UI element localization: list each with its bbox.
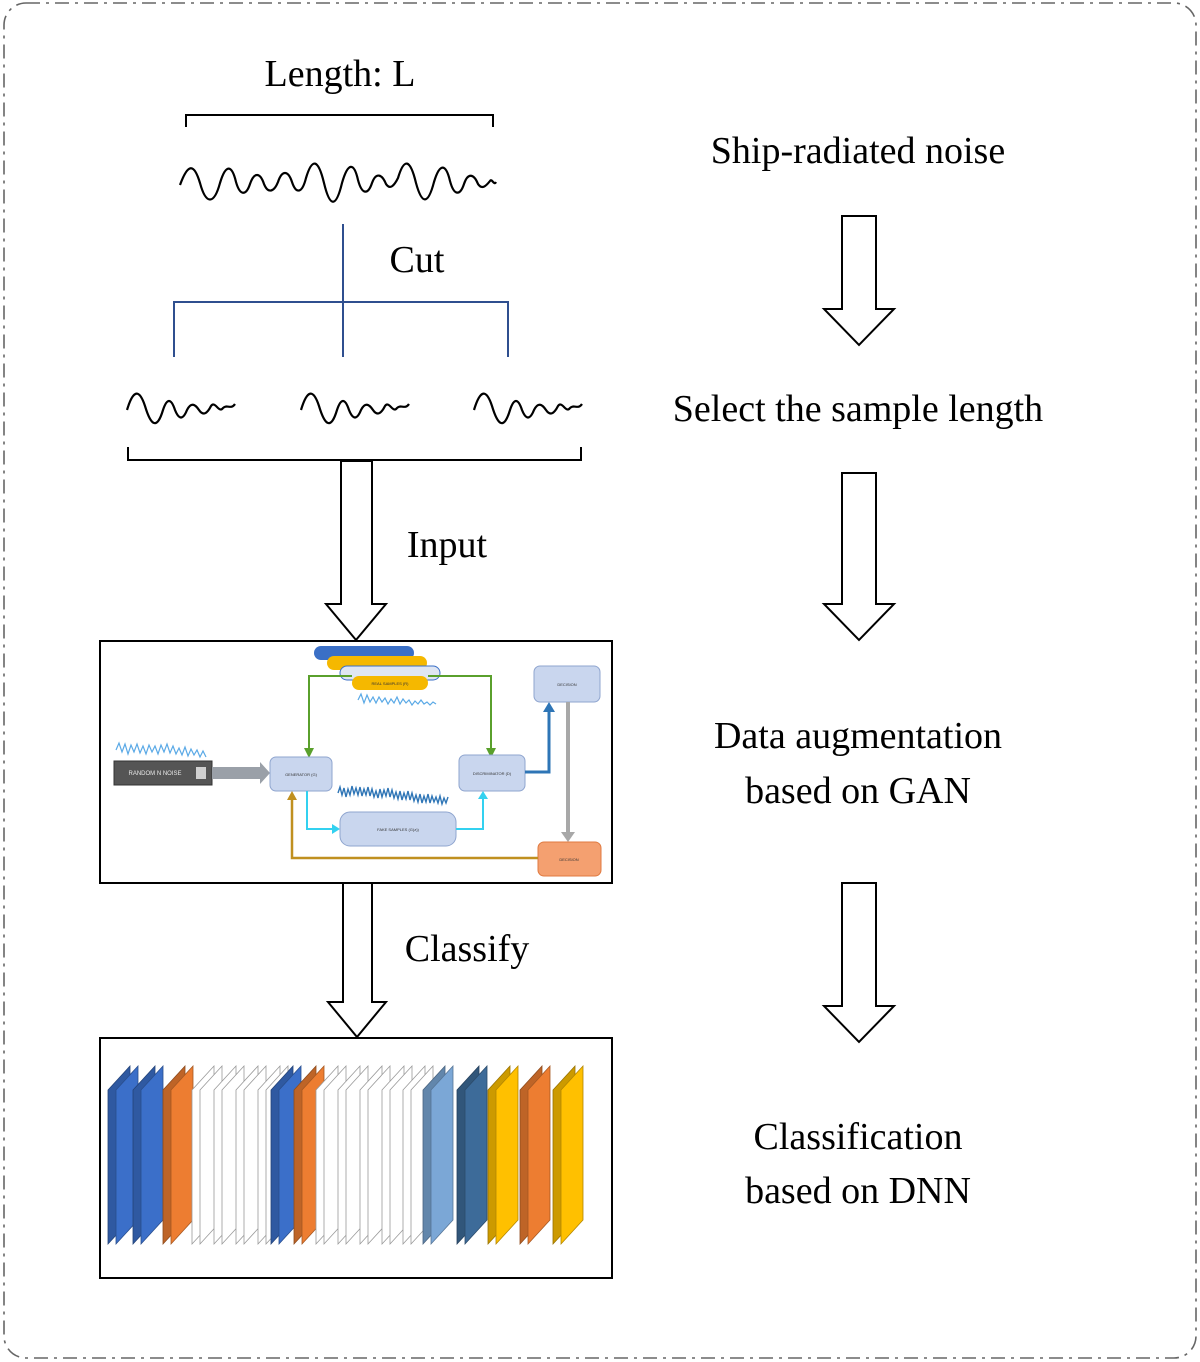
fake-sample-wave xyxy=(337,784,449,807)
length-label: Length: L xyxy=(265,53,416,95)
dnn-diagram xyxy=(99,1037,613,1279)
step-3-label-line2: based on GAN xyxy=(745,770,971,812)
random-noise-label: RANDOM N NOISE xyxy=(128,771,181,777)
classify-arrow xyxy=(325,882,389,1039)
generator-label: GENERATOR (G) xyxy=(285,772,318,777)
random-noise-wave xyxy=(115,741,207,759)
gold-arrow xyxy=(290,798,538,860)
fake-samples-label: FAKE SAMPLES (G(z)) xyxy=(377,827,419,832)
segment-wave-3 xyxy=(472,392,583,425)
dnn-layer-3 xyxy=(162,1064,194,1246)
dnn-layer-18 xyxy=(519,1064,551,1246)
green-arrow-left xyxy=(308,675,352,752)
cyan-arrow-left xyxy=(306,791,334,830)
step-4-label-line2: based on DNN xyxy=(745,1170,971,1212)
step-arrow-3 xyxy=(821,882,897,1044)
segments-bracket xyxy=(127,447,582,461)
real-sample-wave xyxy=(357,692,437,707)
length-bracket xyxy=(185,114,494,127)
cut-branch-line xyxy=(173,301,509,357)
step-4-label-line1: Classification xyxy=(754,1116,963,1158)
cut-label: Cut xyxy=(390,239,445,281)
dnn-layer-17 xyxy=(487,1064,519,1246)
segment-wave-2 xyxy=(299,392,410,425)
outer-frame xyxy=(3,2,1197,1359)
segment-wave-1 xyxy=(125,392,236,425)
dnn-layer-2 xyxy=(132,1064,164,1246)
dnn-layers xyxy=(107,1064,584,1246)
decision-top-label: DECISION xyxy=(557,682,576,687)
gan-diagram: REAL SAMPLES (R) RANDOM N NOISE GENERATO… xyxy=(99,640,613,884)
dnn-layer-19 xyxy=(552,1064,584,1246)
step-3-label-line1: Data augmentation xyxy=(714,715,1002,757)
dnn-layer-15 xyxy=(422,1064,454,1246)
green-arrow-right xyxy=(428,675,492,752)
real-samples-label: REAL SAMPLES (R) xyxy=(372,681,410,686)
classify-label: Classify xyxy=(405,928,530,970)
step-2-label: Select the sample length xyxy=(673,388,1043,430)
real-samples-box xyxy=(352,676,428,690)
decision-bottom-label: DECISION xyxy=(559,857,578,862)
step-arrow-2 xyxy=(821,472,897,642)
noise-to-generator-arrow xyxy=(212,762,270,784)
cyan-arrow-right xyxy=(456,797,484,830)
discriminator-label: DISCRIMINATOR (D) xyxy=(473,771,512,776)
long-noise-wave xyxy=(178,162,497,203)
blue-arrow xyxy=(525,710,551,774)
dnn-layer-16 xyxy=(456,1064,488,1246)
step-1-label: Ship-radiated noise xyxy=(711,130,1005,172)
step-arrow-1 xyxy=(821,215,897,347)
generator-box xyxy=(269,756,333,792)
dnn-layer-1 xyxy=(107,1064,139,1246)
input-label: Input xyxy=(407,524,488,566)
input-arrow xyxy=(323,460,389,642)
